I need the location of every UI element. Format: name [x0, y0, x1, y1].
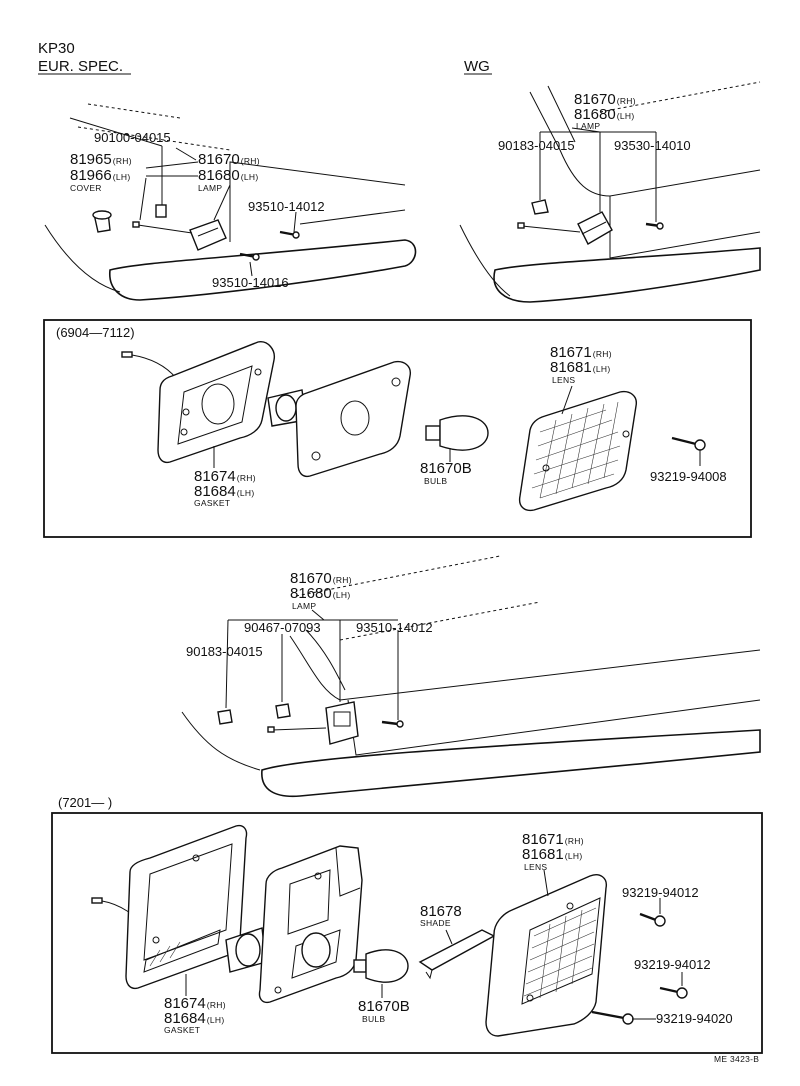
- screw-icon: [239, 252, 260, 261]
- bulb-icon: [425, 415, 489, 451]
- part-number-81965: 81965(RH): [70, 151, 132, 168]
- part-name-bulb-b2: BULB: [362, 1014, 385, 1024]
- section-a-illustration: [44, 103, 417, 301]
- part-number-81966: 81966(LH): [70, 167, 130, 184]
- part-number-93510-14016: 93510-14016: [212, 275, 289, 290]
- part-number-81670-wg: 81670(RH): [574, 91, 636, 108]
- part-number-81684: 81684(LH): [194, 483, 254, 500]
- part-number-81681: 81681(LH): [550, 359, 610, 376]
- part-name-lamp-wg: LAMP: [576, 121, 600, 131]
- screw-icon: [645, 222, 664, 230]
- part-number-90467-07093: 90467-07093: [244, 620, 321, 635]
- part-number-81680-c: 81680(LH): [290, 585, 350, 602]
- box-7201: [51, 812, 763, 1054]
- screw-icon: [591, 1010, 634, 1025]
- part-number-93219-94008: 93219-94008: [650, 469, 727, 484]
- part-number-93510-14012: 93510-14012: [248, 199, 325, 214]
- part-number-81671-b2: 81671(RH): [522, 831, 584, 848]
- screw-icon: [659, 986, 688, 999]
- screw-icon: [671, 436, 706, 451]
- wagon-label: WG: [464, 58, 490, 75]
- part-number-93219-94020: 93219-94020: [656, 1011, 733, 1026]
- spec-label: EUR. SPEC.: [38, 58, 123, 75]
- part-number-81670-c: 81670(RH): [290, 570, 352, 587]
- part-name-gasket-b2: GASKET: [164, 1025, 200, 1035]
- screw-icon: [381, 720, 404, 728]
- part-name-gasket: GASKET: [194, 498, 230, 508]
- part-name-shade: SHADE: [420, 918, 451, 928]
- part-number-93510-14012-c: 93510-14012: [356, 620, 433, 635]
- part-number-90183-04015-wg: 90183-04015: [498, 138, 575, 153]
- part-number-81674: 81674(RH): [194, 468, 256, 485]
- box1-illustration: [121, 341, 706, 512]
- drawing-code: ME 3423-B: [714, 1054, 759, 1064]
- part-number-81671: 81671(RH): [550, 344, 612, 361]
- part-number-81680-wg: 81680(LH): [574, 106, 634, 123]
- part-name-bulb: BULB: [424, 476, 447, 486]
- part-number-81680: 81680(LH): [198, 167, 258, 184]
- part-name-lamp-c: LAMP: [292, 601, 316, 611]
- part-number-81674-b2: 81674(RH): [164, 995, 226, 1012]
- part-name-lamp: LAMP: [198, 183, 222, 193]
- part-number-81681-b2: 81681(LH): [522, 846, 582, 863]
- part-number-93530-14010: 93530-14010: [614, 138, 691, 153]
- part-number-81670: 81670(RH): [198, 151, 260, 168]
- part-name-cover: COVER: [70, 183, 102, 193]
- part-number-93219-94012-b: 93219-94012: [634, 957, 711, 972]
- part-number-81670b: 81670B: [420, 460, 472, 477]
- part-number-81684-b2: 81684(LH): [164, 1010, 224, 1027]
- part-name-lens: LENS: [552, 375, 575, 385]
- part-name-lens-b2: LENS: [524, 862, 547, 872]
- model-code: KP30: [38, 40, 75, 57]
- section-c-illustration: [181, 555, 761, 798]
- box-6904-7112: [43, 319, 752, 538]
- section-b-illustration: [459, 81, 761, 303]
- screw-icon: [639, 912, 666, 927]
- box2-illustration: [91, 824, 688, 1037]
- part-number-81678: 81678: [420, 903, 462, 920]
- box-range-label: (6904—7112): [56, 325, 135, 340]
- box2-range-label: (7201— ): [58, 795, 112, 810]
- part-number-81670b-b2: 81670B: [358, 998, 410, 1015]
- part-number-90183-04015-c: 90183-04015: [186, 644, 263, 659]
- part-number-90100-04015: 90100-04015: [94, 130, 171, 145]
- bulb-icon: [353, 949, 409, 983]
- screw-icon: [279, 230, 300, 239]
- part-number-93219-94012-a: 93219-94012: [622, 885, 699, 900]
